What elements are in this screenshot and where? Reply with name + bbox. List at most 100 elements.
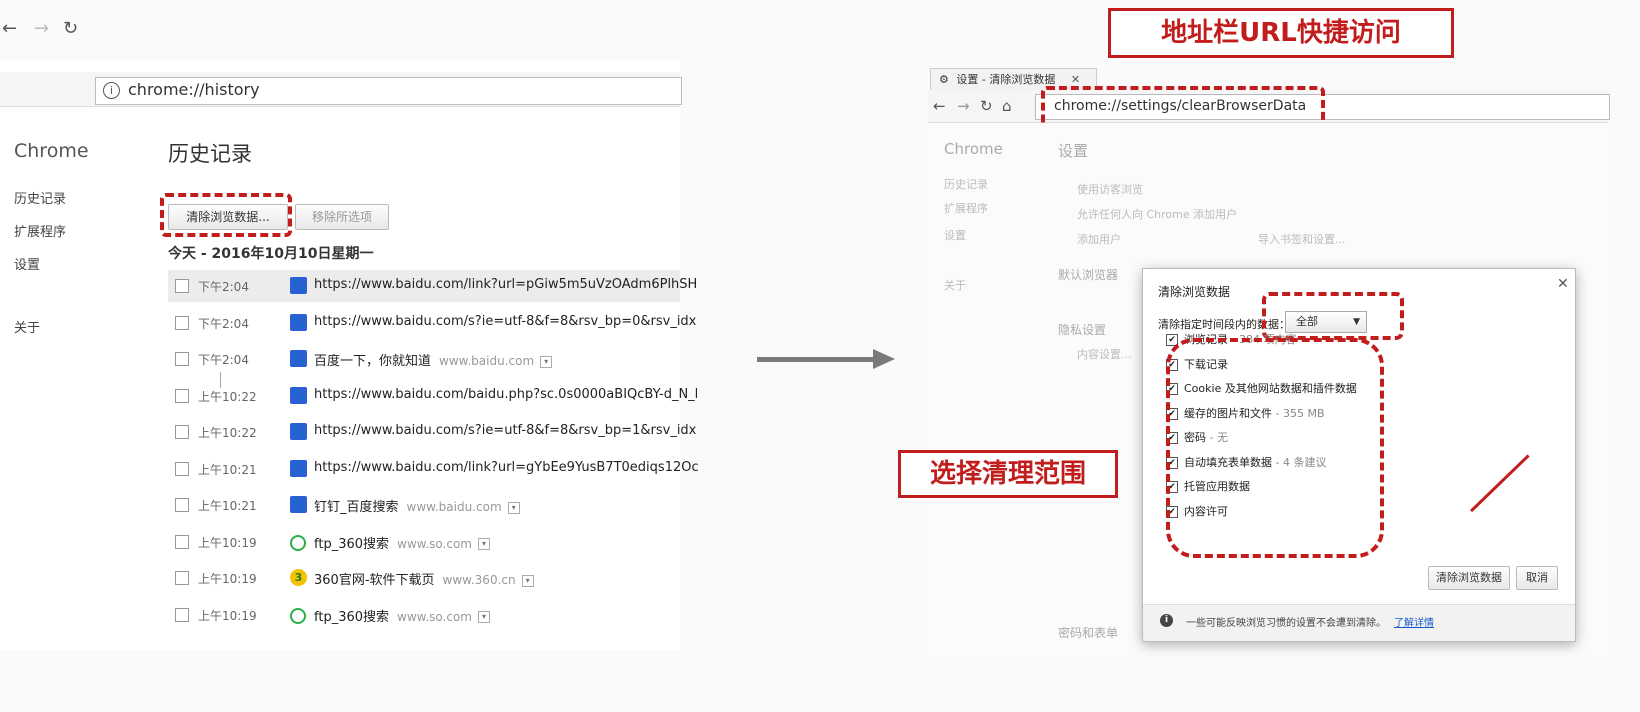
history-row[interactable]: 上午10:22🐾https://www.baidu.com/baidu.php?… (168, 380, 698, 412)
row-checkbox[interactable] (175, 571, 189, 585)
checkbox-checked-icon[interactable]: ✔ (1166, 334, 1178, 346)
learn-more-link[interactable]: 了解详情 (1394, 618, 1434, 629)
home-icon[interactable]: ⌂ (1002, 97, 1012, 115)
row-checkbox[interactable] (175, 607, 189, 622)
row-title-link[interactable]: 钉钉_百度搜索 www.baidu.com ▾ (314, 496, 520, 515)
info-icon[interactable]: i (103, 82, 120, 99)
clear-option[interactable]: ✔缓存的图片和文件 - 355 MB (1166, 405, 1325, 421)
history-row[interactable]: 下午2:04🐾https://www.baidu.com/link?url=pG… (168, 270, 697, 302)
bg-guest-option: 使用访客浏览 (1077, 183, 1143, 196)
cancel-button[interactable]: 取消 (1516, 566, 1558, 590)
row-time: 上午10:22 (198, 389, 257, 404)
row-menu-icon[interactable]: ▾ (478, 611, 490, 623)
address-text: chrome://settings/clearBrowserData (1054, 98, 1307, 114)
bg-privacy: 隐私设置 (1058, 323, 1107, 337)
back-icon[interactable]: ← (2, 18, 18, 39)
dialog-footer (1143, 604, 1575, 641)
row-menu-icon[interactable]: ▾ (540, 355, 553, 368)
row-menu-icon[interactable]: ▾ (478, 538, 490, 550)
row-checkbox[interactable] (175, 461, 189, 476)
row-checkbox[interactable] (175, 315, 189, 330)
back-icon[interactable]: ← (933, 97, 946, 115)
page-title: 设置 (1058, 142, 1089, 160)
clear-option[interactable]: ✔自动填充表单数据 - 4 条建议 (1166, 454, 1326, 470)
chevron-down-icon: ▼ (1353, 317, 1360, 327)
brand-label: Chrome (14, 140, 89, 162)
option-label: Cookie 及其他网站数据和插件数据 (1184, 382, 1357, 395)
row-title: 360官网-软件下载页 (314, 573, 435, 588)
option-detail: - 355 MB (1272, 406, 1325, 420)
remove-selected-button[interactable]: 移除所选项 (295, 204, 389, 230)
row-title-link[interactable]: https://www.baidu.com/baidu.php?sc.0s000… (314, 387, 698, 402)
row-domain: www.baidu.com (439, 354, 535, 368)
dialog-close-icon[interactable]: ✕ (1557, 276, 1569, 292)
sidebar-item-settings[interactable]: 设置 (14, 258, 41, 273)
bg-content-settings: 内容设置... (1077, 348, 1132, 361)
row-checkbox[interactable] (175, 425, 189, 439)
footer-text: 一些可能反映浏览习惯的设置不会遭到清除。了解详情 (1186, 614, 1434, 629)
clear-button-highlight (160, 193, 292, 237)
forward-icon[interactable]: → (34, 18, 50, 39)
row-menu-icon[interactable]: ▾ (507, 501, 520, 514)
history-row[interactable]: 上午10:22🐾https://www.baidu.com/s?ie=utf-8… (168, 416, 696, 448)
sidebar-item-extensions[interactable]: 扩展程序 (14, 225, 67, 240)
address-bar[interactable] (95, 77, 682, 105)
row-title-link[interactable]: https://www.baidu.com/s?ie=utf-8&f=8&rsv… (314, 423, 696, 438)
bg-passwords: 密码和表单 (1058, 626, 1119, 640)
row-title: https://www.baidu.com/link?url=pGiw5m5uV… (314, 277, 698, 292)
clear-option[interactable]: ✔内容许可 (1166, 503, 1228, 519)
row-title: ftp_360搜索 (314, 536, 390, 552)
gear-icon: ⚙ (939, 73, 949, 86)
sidebar-item-history[interactable]: 历史记录 (14, 192, 67, 207)
history-row[interactable]: 上午10:21🐾https://www.baidu.com/link?url=g… (168, 453, 699, 485)
history-row[interactable]: 下午2:04🐾https://www.baidu.com/s?ie=utf-8&… (168, 307, 696, 339)
baidu-paw-icon: 🐾 (290, 496, 307, 513)
option-label: 密码 (1184, 431, 1206, 444)
baidu-paw-icon: 🐾 (290, 313, 307, 331)
row-title: https://www.baidu.com/s?ie=utf-8&f=8&rsv… (314, 423, 697, 438)
scope-callout: 选择清理范围 (898, 450, 1118, 498)
tab-close-icon[interactable]: ✕ (1070, 73, 1081, 86)
row-menu-icon[interactable]: ▾ (521, 574, 534, 587)
row-checkbox[interactable] (175, 534, 189, 549)
row-title-link[interactable]: https://www.baidu.com/link?url=pGiw5m5uV… (314, 277, 697, 292)
reload-icon[interactable]: ↻ (980, 97, 993, 115)
clear-option[interactable]: ✔密码 - 无 (1166, 429, 1228, 445)
row-time: 上午10:22 (198, 426, 257, 440)
row-title-link[interactable]: https://www.baidu.com/link?url=gYbEe9Yus… (314, 460, 699, 475)
forward-icon[interactable]: → (957, 97, 970, 115)
row-checkbox[interactable] (175, 388, 189, 403)
row-time: 上午10:19 (198, 608, 257, 623)
row-checkbox[interactable] (175, 279, 189, 293)
row-domain: www.baidu.com (406, 500, 502, 514)
range-value: 全部 (1296, 315, 1318, 328)
row-title: https://www.baidu.com/link?url=gYbEe9Yus… (314, 459, 699, 475)
sidebar-item-history: 历史记录 (944, 178, 988, 191)
range-select[interactable]: 全部 ▼ (1285, 311, 1367, 333)
row-time: 上午10:19 (198, 572, 257, 586)
row-checkbox[interactable] (175, 498, 189, 512)
clear-browsing-data-button[interactable]: 清除浏览数据... (168, 204, 288, 230)
row-title-link[interactable]: https://www.baidu.com/s?ie=utf-8&f=8&rsv… (314, 314, 696, 329)
footer-note: 一些可能反映浏览习惯的设置不会遭到清除。 (1186, 618, 1386, 629)
confirm-clear-button[interactable]: 清除浏览数据 (1428, 566, 1510, 590)
tab-settings[interactable]: ⚙ 设置 - 清除浏览数据 ✕ (930, 68, 1097, 91)
bg-import: 导入书签和设置... (1258, 233, 1346, 246)
option-detail: - 4 条建议 (1272, 455, 1327, 469)
row-title: 钉钉_百度搜索 (314, 500, 399, 515)
row-checkbox[interactable] (175, 352, 189, 366)
clear-option[interactable]: ✔Cookie 及其他网站数据和插件数据 (1166, 380, 1357, 396)
sidebar-item-about[interactable]: 关于 (14, 321, 41, 336)
clear-option[interactable]: ✔托管应用数据 (1166, 478, 1250, 494)
checklist-highlight (1166, 338, 1384, 558)
reload-icon[interactable]: ↻ (63, 18, 79, 39)
